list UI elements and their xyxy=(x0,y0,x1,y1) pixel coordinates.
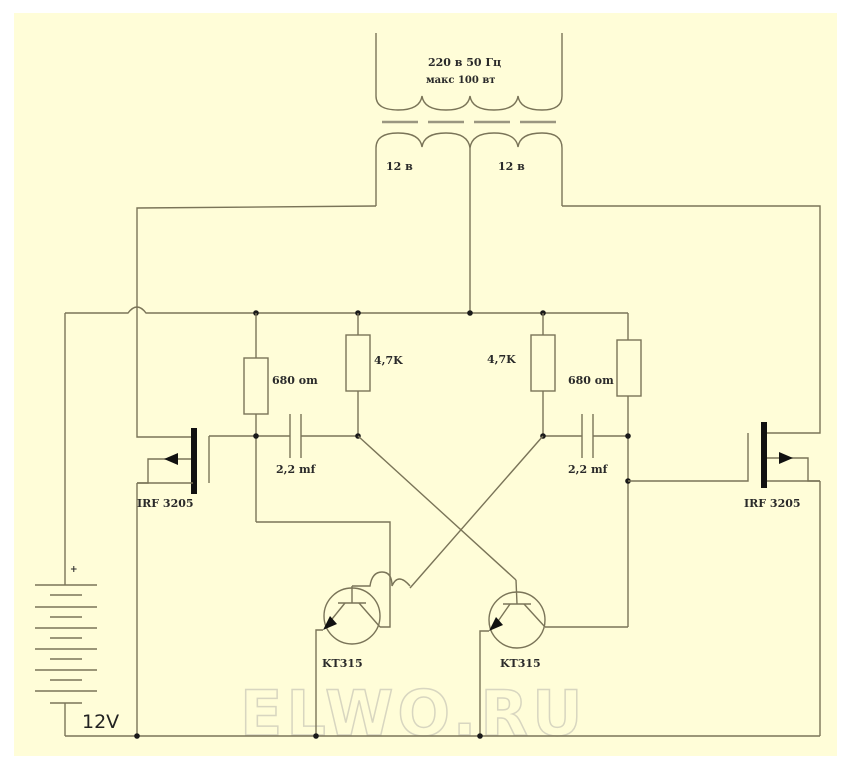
battery xyxy=(35,584,97,736)
power-label: макс 100 вт xyxy=(426,75,495,86)
left-collector-wire xyxy=(256,521,391,628)
capacitor-left-label: 2,2 mf xyxy=(276,463,317,476)
resistor-4k7-left xyxy=(345,334,371,392)
left-drain-wire xyxy=(136,205,377,438)
node xyxy=(313,733,319,739)
node xyxy=(625,433,631,439)
cross-wire xyxy=(357,435,517,581)
resistor-680-right xyxy=(616,339,642,397)
mosfet-left-label: IRF 3205 xyxy=(137,497,194,510)
capacitor-right-label: 2,2 mf xyxy=(568,463,609,476)
positive-rail xyxy=(65,306,628,314)
transistor-right xyxy=(479,579,628,736)
resistor-4k7-right-label: 4,7K xyxy=(487,353,516,366)
cross-wire xyxy=(409,435,544,589)
battery-voltage-label: 12V xyxy=(82,711,119,733)
secondary-left-label: 12 в xyxy=(386,160,413,173)
node xyxy=(467,310,473,316)
right-gate-wire xyxy=(628,433,749,482)
resistor-680-left xyxy=(243,357,269,415)
secondary-right-label: 12 в xyxy=(498,160,525,173)
transistor-left xyxy=(315,571,411,736)
right-drain-wire xyxy=(562,205,821,434)
battery-plus-label: + xyxy=(70,565,78,575)
mosfet-left xyxy=(136,428,197,736)
node xyxy=(134,733,140,739)
schematic-panel xyxy=(14,13,837,756)
mosfet-right-label: IRF 3205 xyxy=(744,497,801,510)
resistor-4k7-left-label: 4,7K xyxy=(374,354,403,367)
node xyxy=(253,433,259,439)
mosfet-right xyxy=(761,422,821,736)
node xyxy=(477,733,483,739)
resistor-680-left-label: 680 om xyxy=(272,374,318,387)
resistor-4k7-right xyxy=(530,334,556,392)
primary-winding xyxy=(375,33,563,111)
watermark: ELWO.RU xyxy=(240,677,586,750)
primary-voltage-label: 220 в 50 Гц xyxy=(428,56,501,69)
transistor-right-label: KT315 xyxy=(500,657,541,670)
transformer: 220 в 50 Гц макс 100 вт 12 в 12 в xyxy=(375,33,563,313)
transistor-left-label: KT315 xyxy=(322,657,363,670)
resistor-680-right-label: 680 om xyxy=(568,374,614,387)
